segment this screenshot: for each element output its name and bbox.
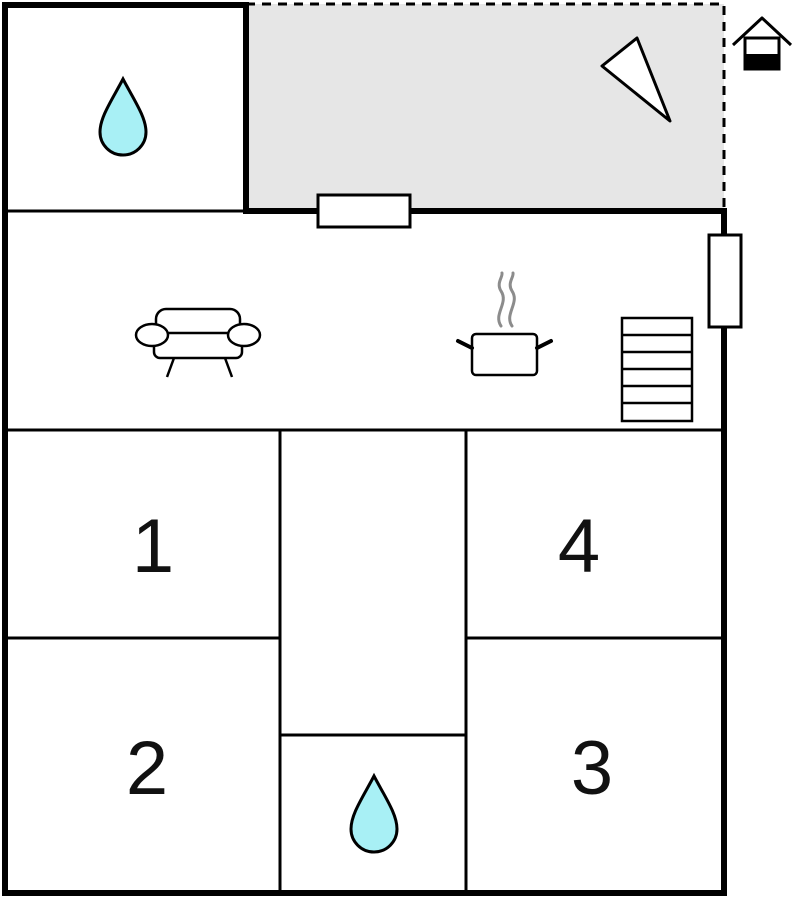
window-top <box>316 193 412 229</box>
terrace-dashed-edge <box>246 2 726 211</box>
room-label-1: 1 <box>132 504 174 589</box>
water-drop-icon <box>98 75 148 157</box>
window-right <box>707 233 743 329</box>
room-label-2: 2 <box>126 726 168 811</box>
terrace-area <box>246 4 724 211</box>
water-drop-icon <box>349 772 399 854</box>
cooking-pot-icon <box>456 271 553 377</box>
stairs-icon <box>620 316 694 423</box>
sail-shade-icon <box>600 36 672 123</box>
interior-walls <box>5 209 724 893</box>
room-label-3: 3 <box>571 726 613 811</box>
sofa-icon <box>134 307 262 378</box>
room-label-4: 4 <box>558 504 600 589</box>
house-icon <box>731 16 793 71</box>
